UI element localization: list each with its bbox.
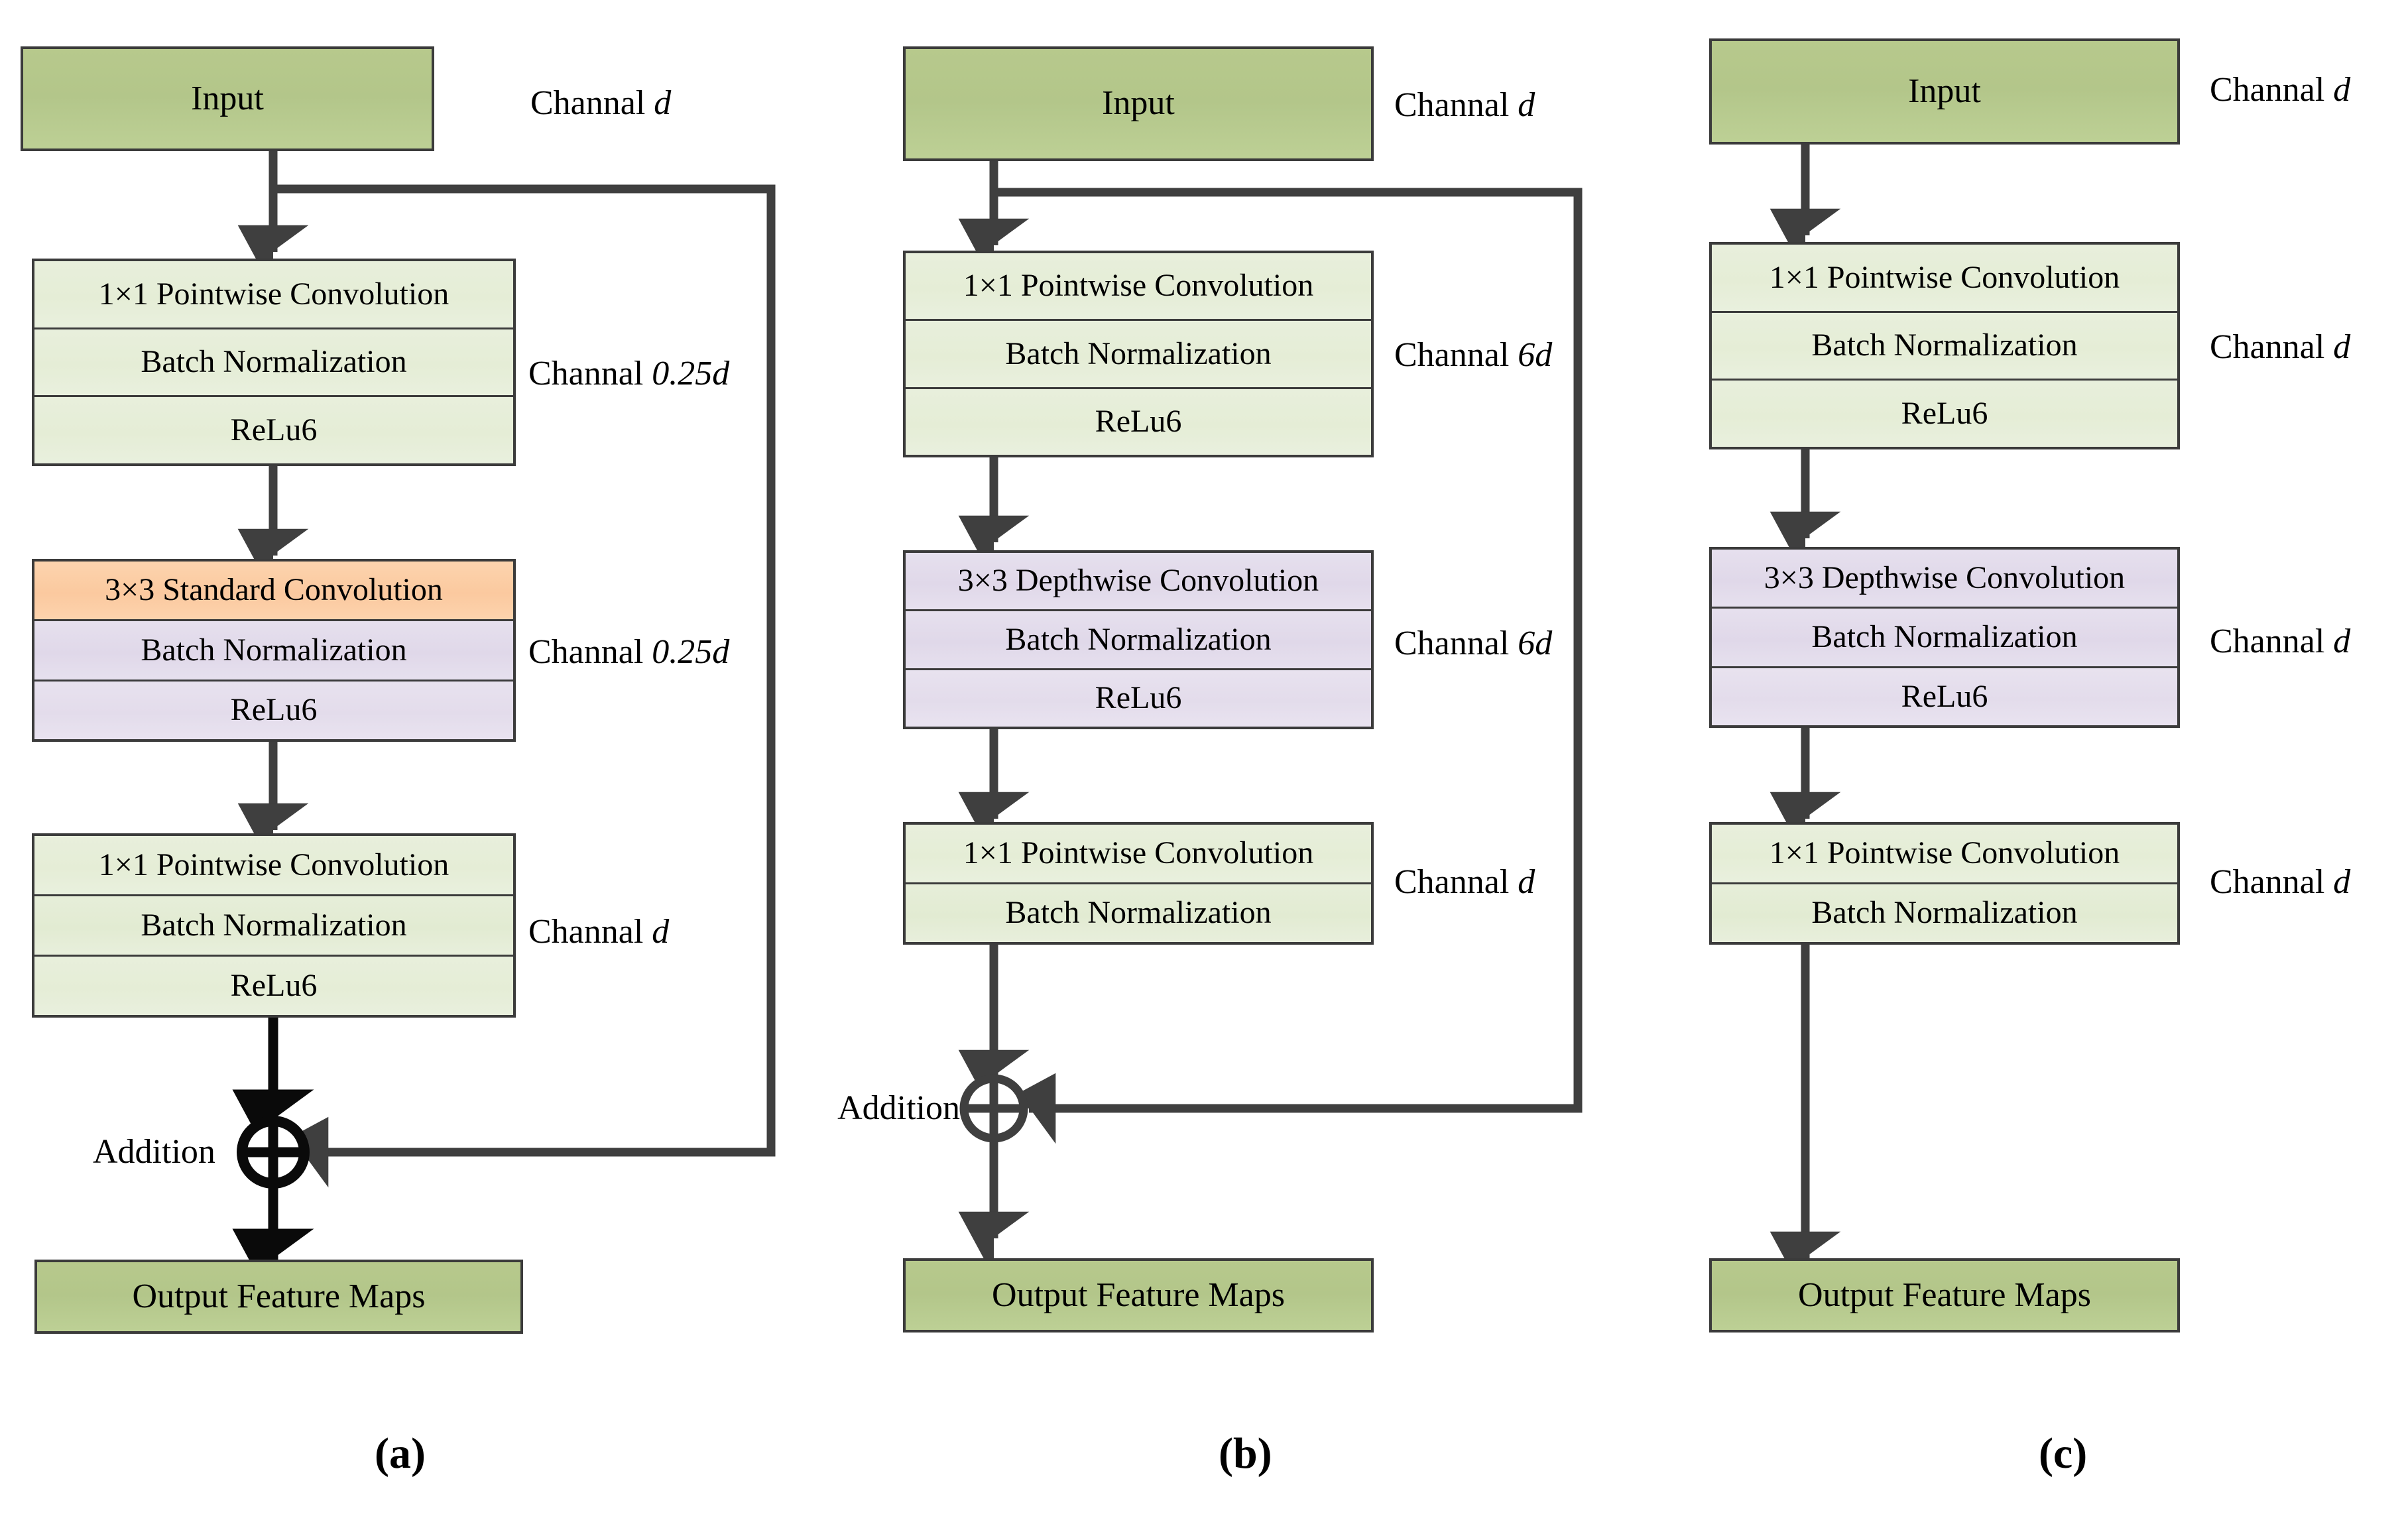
panel-b-output-box[interactable]: Output Feature Maps xyxy=(903,1258,1374,1333)
panel-b-row-pointwise: 1×1 Pointwise Convolution xyxy=(906,253,1371,322)
panel-a-stack1-annotation: Channal 0.25d xyxy=(528,355,730,392)
panel-b-stack-pointwise-project[interactable]: 1×1 Pointwise Convolution Batch Normaliz… xyxy=(903,822,1374,945)
panel-a-row-batchnorm-3: Batch Normalization xyxy=(34,896,513,957)
panel-c-stack3-annotation: Channal d xyxy=(2210,863,2351,901)
panel-b-input-box[interactable]: Input xyxy=(903,46,1374,161)
panel-a-row-relu-3: ReLu6 xyxy=(34,957,513,1015)
panel-a-stack-pointwise-project[interactable]: 1×1 Pointwise Convolution Batch Normaliz… xyxy=(32,833,516,1018)
panel-b-stack3-annotation: Channal d xyxy=(1394,863,1535,901)
panel-c-stack2-annotation: Channal d xyxy=(2210,622,2351,660)
panel-c-row-batchnorm: Batch Normalization xyxy=(1712,312,2177,381)
panel-b-stack-depthwise-convolution[interactable]: 3×3 Depthwise Convolution Batch Normaliz… xyxy=(903,550,1374,729)
panel-c-row-depthwise-conv: 3×3 Depthwise Convolution xyxy=(1712,550,2177,609)
panel-a-stack2-annotation: Channal 0.25d xyxy=(528,633,730,671)
panel-c-input-label: Input xyxy=(1908,72,1981,110)
panel-c-stack-pointwise-expand[interactable]: 1×1 Pointwise Convolution Batch Normaliz… xyxy=(1709,242,2180,449)
panel-b-row-depthwise-conv: 3×3 Depthwise Convolution xyxy=(906,553,1371,612)
panel-c-input-box[interactable]: Input xyxy=(1709,38,2180,145)
panel-b-row-pointwise-2: 1×1 Pointwise Convolution xyxy=(906,825,1371,884)
panel-a-row-pointwise-2: 1×1 Pointwise Convolution xyxy=(34,836,513,896)
panel-c-input-annotation: Channal d xyxy=(2210,71,2351,109)
panel-a-caption: (a) xyxy=(375,1429,426,1478)
panel-a-input-annotation: Channal d xyxy=(530,84,672,122)
panel-a-stack-pointwise-expand[interactable]: 1×1 Pointwise Convolution Batch Normaliz… xyxy=(32,259,516,466)
panel-a-row-batchnorm: Batch Normalization xyxy=(34,329,513,398)
panel-b-input-annotation: Channal d xyxy=(1394,86,1535,124)
panel-a-input-box[interactable]: Input xyxy=(21,46,434,151)
panel-b-row-relu: ReLu6 xyxy=(906,388,1371,455)
panel-a-addition-label: Addition xyxy=(93,1133,215,1171)
panel-a-output-label: Output Feature Maps xyxy=(132,1277,426,1315)
panel-c-row-relu-2: ReLu6 xyxy=(1712,668,2177,725)
panel-c-row-batchnorm-2: Batch Normalization xyxy=(1712,609,2177,668)
panel-b-caption: (b) xyxy=(1219,1429,1272,1478)
panel-b-stack-pointwise-expand[interactable]: 1×1 Pointwise Convolution Batch Normaliz… xyxy=(903,251,1374,457)
panel-b-row-relu-2: ReLu6 xyxy=(906,670,1371,727)
panel-c-row-relu: ReLu6 xyxy=(1712,381,2177,447)
panel-c-output-label: Output Feature Maps xyxy=(1798,1275,2091,1314)
panel-a-output-box[interactable]: Output Feature Maps xyxy=(34,1260,523,1334)
panel-c-row-batchnorm-3: Batch Normalization xyxy=(1712,884,2177,942)
panel-c-row-pointwise-2: 1×1 Pointwise Convolution xyxy=(1712,825,2177,884)
panel-a-input-label: Input xyxy=(191,79,264,117)
panel-c-caption: (c) xyxy=(2039,1429,2088,1478)
panel-c-row-pointwise: 1×1 Pointwise Convolution xyxy=(1712,245,2177,313)
panel-a-stack-standard-convolution[interactable]: 3×3 Standard Convolution Batch Normaliza… xyxy=(32,559,516,742)
panel-b-stack1-annotation: Channal 6d xyxy=(1394,336,1553,374)
panel-b-input-label: Input xyxy=(1102,84,1175,123)
panel-b-output-label: Output Feature Maps xyxy=(992,1275,1285,1314)
panel-a-row-relu: ReLu6 xyxy=(34,397,513,464)
panel-a-row-batchnorm-2: Batch Normalization xyxy=(34,621,513,681)
panel-a-row-pointwise: 1×1 Pointwise Convolution xyxy=(34,261,513,329)
panel-c-stack-pointwise-project[interactable]: 1×1 Pointwise Convolution Batch Normaliz… xyxy=(1709,822,2180,945)
panel-b-row-batchnorm: Batch Normalization xyxy=(906,321,1371,389)
panel-b-addition-label: Addition xyxy=(837,1089,960,1127)
panel-a-row-relu-2: ReLu6 xyxy=(34,681,513,739)
panel-c-output-box[interactable]: Output Feature Maps xyxy=(1709,1258,2180,1333)
panel-a-stack3-annotation: Channal d xyxy=(528,913,670,951)
panel-c-stack1-annotation: Channal d xyxy=(2210,328,2351,366)
panel-a-row-standard-conv: 3×3 Standard Convolution xyxy=(34,562,513,622)
panel-b-row-batchnorm-3: Batch Normalization xyxy=(906,884,1371,942)
panel-c-stack-depthwise-convolution[interactable]: 3×3 Depthwise Convolution Batch Normaliz… xyxy=(1709,547,2180,728)
panel-b-stack2-annotation: Channal 6d xyxy=(1394,624,1553,662)
panel-b-row-batchnorm-2: Batch Normalization xyxy=(906,611,1371,670)
